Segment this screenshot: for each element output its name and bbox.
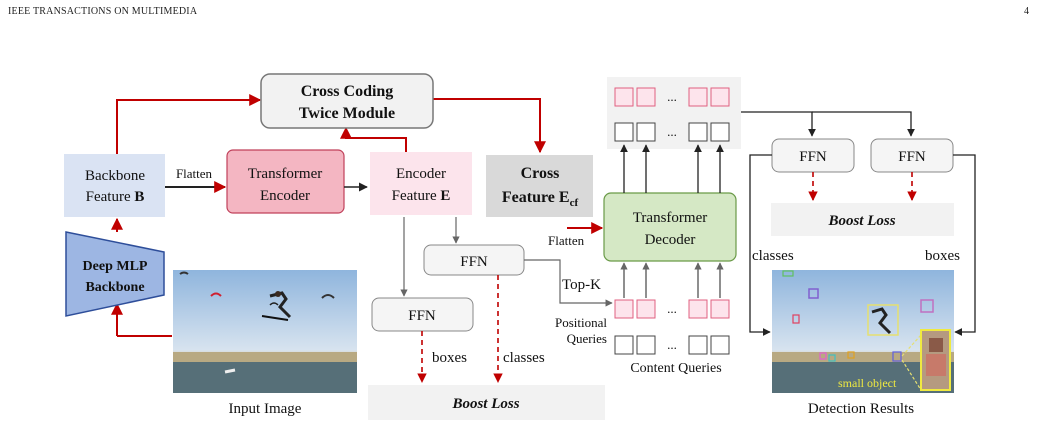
transformer-encoder-line1: Transformer <box>248 166 322 182</box>
deep-mlp-backbone-shape <box>65 231 165 317</box>
encoder-feature-box <box>370 152 472 215</box>
transformer-encoder-line2: Encoder <box>260 188 310 204</box>
boxes-label-bottom: boxes <box>432 350 467 366</box>
input-image-caption: Input Image <box>229 401 302 417</box>
boost-loss-label-bottom: Boost Loss <box>451 396 519 412</box>
backbone-feature-line2: Feature B <box>86 189 145 205</box>
flatten-label-decoder: Flatten <box>548 233 585 248</box>
small-object-label: small object <box>838 376 897 390</box>
encoder-feature-line2: Feature E <box>392 188 451 204</box>
detection-result-image <box>772 270 954 393</box>
content-queries <box>614 335 730 355</box>
input-image <box>173 270 357 393</box>
content-queries-label: Content Queries <box>630 361 721 376</box>
cross-feature-line1: Cross <box>521 165 560 182</box>
positional-queries <box>614 299 730 319</box>
page-number: 4 <box>1024 6 1030 17</box>
red-flow-lines <box>111 94 604 337</box>
ellipsis-4: ... <box>667 337 677 352</box>
detection-results-caption: Detection Results <box>808 401 914 417</box>
classes-label-bottom: classes <box>503 350 545 366</box>
transformer-decoder-line2: Decoder <box>645 232 696 248</box>
transformer-decoder-line1: Transformer <box>633 210 707 226</box>
output-gray-queries <box>614 122 730 142</box>
encoder-feature-line1: Encoder <box>396 166 446 182</box>
flatten-label: Flatten <box>176 166 213 181</box>
ffn-right2-label: FFN <box>898 149 926 165</box>
transformer-decoder-box <box>603 192 737 262</box>
backbone-feature-box <box>64 154 165 217</box>
boost-loss-label-top: Boost Loss <box>827 213 895 229</box>
deep-mlp-line1: Deep MLP <box>83 259 148 274</box>
output-pink-queries <box>614 87 730 107</box>
boost-loss-box-top <box>771 203 954 236</box>
ellipsis-1: ... <box>667 89 677 104</box>
cross-coding-line2: Twice Module <box>299 105 395 122</box>
ffn-boxes-label: FFN <box>408 308 436 324</box>
cross-coding-module-box <box>260 73 434 129</box>
ellipsis-3: ... <box>667 301 677 316</box>
ffn-classes-label: FFN <box>460 254 488 270</box>
positional-queries-line2: Queries <box>567 331 607 346</box>
transformer-encoder-box <box>226 149 345 214</box>
deep-mlp-line2: Backbone <box>85 280 144 295</box>
ellipsis-2: ... <box>667 124 677 139</box>
positional-queries-line1: Positional <box>555 315 607 330</box>
backbone-feature-line1: Backbone <box>85 168 145 184</box>
boxes-label-right: boxes <box>925 248 960 264</box>
cross-coding-line1: Cross Coding <box>301 83 394 100</box>
cross-feature-box <box>486 155 593 217</box>
cross-feature-line2: Feature Ecf <box>502 189 579 209</box>
ffn-right1-label: FFN <box>799 149 827 165</box>
journal-header: IEEE TRANSACTIONS ON MULTIMEDIA <box>8 6 198 17</box>
boost-loss-box-bottom <box>368 385 605 420</box>
classes-label-right: classes <box>752 248 794 264</box>
topk-label: Top-K <box>562 277 601 293</box>
